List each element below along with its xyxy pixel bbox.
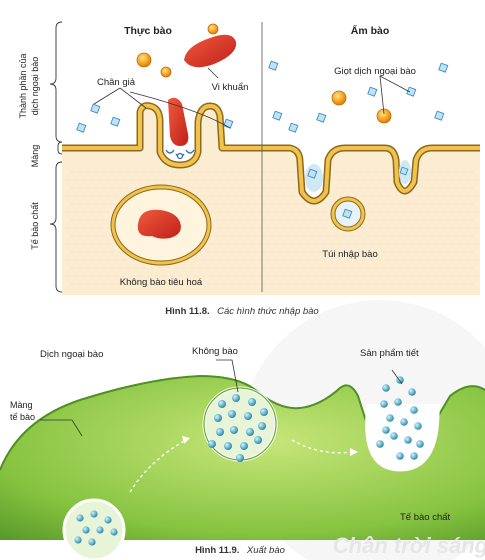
vesicle-particle (342, 208, 353, 219)
bracket-cytoplasm (49, 161, 63, 293)
digested-bacterium (137, 209, 181, 239)
caption-figure-11-9: Hình 11.9. Xuất bào (195, 540, 285, 557)
label-droplet: Giọt dịch ngoại bào (334, 66, 416, 77)
secretory-granule (410, 406, 418, 414)
secretory-granule (104, 516, 112, 524)
secretory-granule (74, 536, 82, 544)
leader-lines (93, 67, 411, 129)
caption-number: Hình 11.8. (165, 306, 209, 317)
secretory-granule (382, 426, 390, 434)
exocytosis-opening (365, 403, 440, 472)
label-vacuole: Không bào (192, 346, 238, 357)
receptor-icon (165, 149, 195, 160)
label-cytoplasm: Tế bào chất (400, 512, 451, 523)
bacterium-engulfed (168, 97, 189, 146)
secretory-granule (76, 514, 84, 522)
side-label-extracellular-2: dịch ngoại bào (30, 57, 40, 116)
secretory-granule (260, 408, 268, 416)
caption-text: Các hình thức nhập bào (217, 306, 319, 317)
caption-text-2: Xuất bào (246, 545, 285, 556)
label-digestive-vacuole: Không bào tiêu hoá (120, 277, 203, 288)
secretory-granule (396, 452, 404, 460)
secreted-product (376, 376, 424, 460)
secretory-granule (214, 414, 222, 422)
secretory-granule (82, 526, 90, 534)
heading-phagocytosis: Thực bào (124, 25, 172, 37)
cell-membrane (62, 103, 480, 203)
secretory-granule (224, 442, 232, 450)
secretory-granule (90, 510, 98, 518)
secretory-granule (408, 388, 416, 396)
figure-11-8: Thành phần của dịch ngoại bào Màng Tế bà… (18, 21, 480, 318)
secretory-granule (386, 414, 394, 422)
leader-lines-2 (40, 359, 403, 437)
label-bacterium: Vi khuẩn (212, 82, 249, 93)
movement-arrow (291, 439, 353, 454)
digestive-vacuole-ring (111, 185, 211, 265)
secretory-granule (110, 528, 118, 536)
endocytic-vesicle-ring (331, 197, 365, 231)
secretory-granule (246, 428, 254, 436)
secretory-granule (394, 398, 402, 406)
secretory-granule (380, 400, 388, 408)
label-secretory-product: Sản phẩm tiết (360, 348, 419, 359)
bracket-extracellular (49, 21, 63, 143)
secretory-granule (410, 452, 418, 460)
caption-figure-11-8: Hình 11.8. Các hình thức nhập bào (165, 301, 318, 318)
caption-number-2: Hình 11.9. (195, 545, 239, 556)
secretory-granule (230, 426, 238, 434)
label-vesicle: Túi nhập bào (322, 249, 377, 260)
secretory-granule (218, 400, 226, 408)
droplet-orange (160, 66, 172, 78)
label-pseudopod: Chân giả (97, 77, 136, 88)
droplet-orange (331, 90, 347, 106)
label-membrane-2: tế bào (10, 412, 35, 422)
side-label-cytoplasm: Tế bào chất (30, 202, 40, 250)
secretory-vacuole-contents (208, 394, 268, 462)
secretory-granule (236, 454, 244, 462)
secretory-granule (254, 436, 262, 444)
droplet-orange (207, 23, 219, 35)
bacterium (184, 34, 237, 68)
small-vacuole-contents (74, 510, 118, 546)
secretory-granule (258, 422, 266, 430)
label-extracellular: Dịch ngoại bào (40, 349, 103, 360)
movement-arrow-head (182, 436, 190, 444)
watermark: Chân trời sáng tạo (333, 533, 485, 558)
side-label-extracellular-1: Thành phần của (18, 53, 28, 118)
movement-arrow (129, 439, 187, 493)
secretory-granule (228, 410, 236, 418)
secretory-granule (208, 440, 216, 448)
movement-arrow-head (350, 448, 358, 456)
secretory-granule (88, 538, 96, 546)
droplet-orange (136, 52, 152, 68)
bracket-membrane (57, 141, 63, 155)
secretory-granule (244, 412, 252, 420)
side-label-membrane: Màng (30, 145, 40, 168)
secretory-granule (414, 422, 422, 430)
droplet-orange (376, 108, 392, 124)
secretory-granule (240, 442, 248, 450)
secretory-granule (232, 394, 240, 402)
secretory-granule (390, 432, 398, 440)
heading-pinocytosis: Ẩm bào (351, 24, 390, 37)
secretory-granule (404, 436, 412, 444)
secretory-granule (416, 440, 424, 448)
secretory-granule (96, 526, 104, 534)
figure-11-9: Dịch ngoại bào Màng tế bào Không bào Sản… (0, 300, 485, 560)
label-membrane-1: Màng (10, 400, 33, 410)
secretory-granule (400, 418, 408, 426)
secretory-granule (376, 440, 384, 448)
secretory-granule (248, 398, 256, 406)
secretory-granule (382, 384, 390, 392)
secretory-granule (216, 428, 224, 436)
